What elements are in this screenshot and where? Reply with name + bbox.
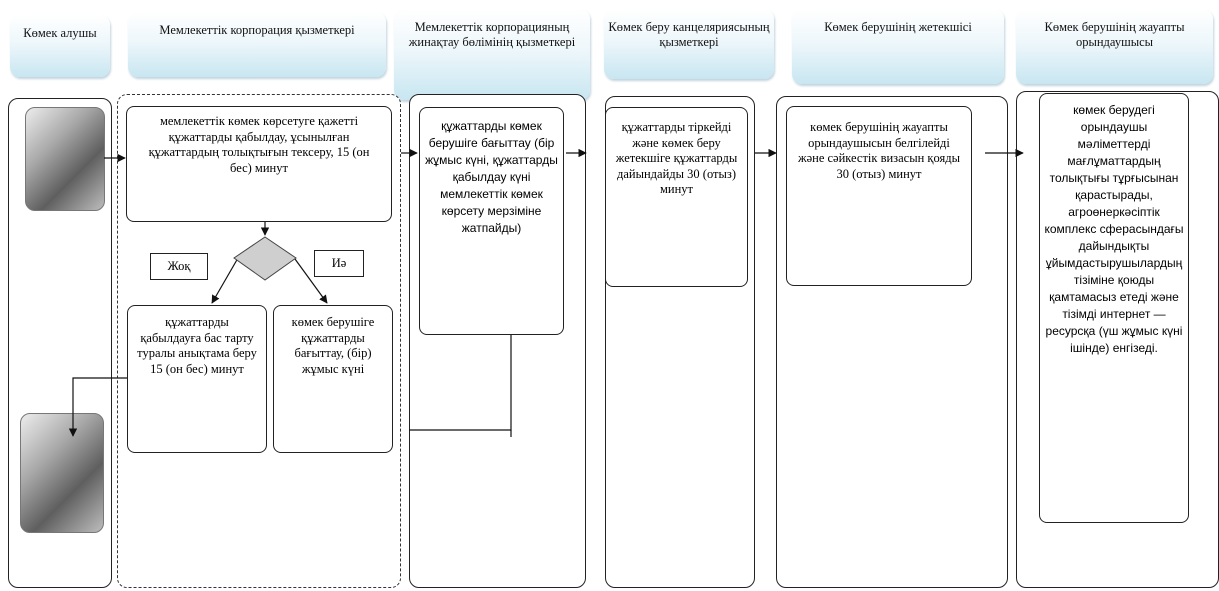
line-send-to-dept — [409, 335, 512, 431]
header-corp-employee-text: Мемлекеттік корпорация қызметкері — [159, 23, 355, 37]
step-accept-documents: мемлекеттік көмек көрсетуге қажетті құжа… — [126, 106, 392, 222]
decision-yes-label: Иә — [314, 250, 364, 277]
step-dept-send-text: құжаттарды көмек берушіге бағыттау (бір … — [425, 119, 558, 235]
header-corp-employee: Мемлекеттік корпорация қызметкері — [128, 12, 386, 77]
header-office-employee: Көмек беру канцеляриясының қызметкері — [604, 9, 774, 79]
header-manager-text: Көмек берушінің жетекшісі — [824, 20, 972, 34]
header-corp-dept: Мемлекеттік корпорацияның жинақтау бөлім… — [394, 9, 590, 100]
step-register: құжаттарды тіркейді және көмек беру жете… — [605, 107, 748, 287]
header-office-employee-text: Көмек беру канцеляриясының қызметкері — [608, 20, 770, 49]
header-executor-text: Көмек берушінің жауапты орындаушысы — [1044, 20, 1185, 49]
step-send-to-provider: көмек берушіге құжаттарды бағыттау, (бір… — [273, 305, 393, 453]
start-image — [25, 107, 105, 211]
step-dept-send: құжаттарды көмек берушіге бағыттау (бір … — [419, 107, 564, 335]
step-review-text: көмек берудегі орындаушы мәліметтерді ма… — [1044, 103, 1184, 355]
header-corp-dept-text: Мемлекеттік корпорацияның жинақтау бөлім… — [408, 20, 576, 49]
arrow-decision-yes — [294, 258, 328, 304]
decision-diamond — [233, 236, 297, 281]
decision-no-label: Жоқ — [150, 253, 208, 280]
header-manager: Көмек берушінің жетекшісі — [792, 9, 1004, 84]
header-executor: Көмек берушінің жауапты орындаушысы — [1016, 9, 1213, 84]
arrow-refusal-to-end — [68, 377, 127, 437]
step-review: көмек берудегі орындаушы мәліметтерді ма… — [1039, 93, 1189, 523]
step-assign: көмек берушінің жауапты орындаушысын бел… — [786, 106, 972, 286]
step-assign-text: көмек берушінің жауапты орындаушысын бел… — [797, 120, 961, 181]
step-refusal: құжаттарды қабылдауға бас тарту туралы а… — [127, 305, 267, 453]
step-accept-documents-text: мемлекеттік көмек көрсетуге қажетті құжа… — [148, 114, 370, 175]
step-send-to-provider-text: көмек берушіге құжаттарды бағыттау, (бір… — [291, 315, 375, 376]
step-refusal-text: құжаттарды қабылдауға бас тарту туралы а… — [137, 315, 257, 376]
header-recipient-text: Көмек алушы — [23, 26, 97, 40]
arrow-decision-no — [211, 257, 239, 304]
step-register-text: құжаттарды тіркейді және көмек беру жете… — [615, 120, 738, 196]
header-recipient: Көмек алушы — [10, 15, 110, 77]
end-image — [20, 413, 104, 533]
